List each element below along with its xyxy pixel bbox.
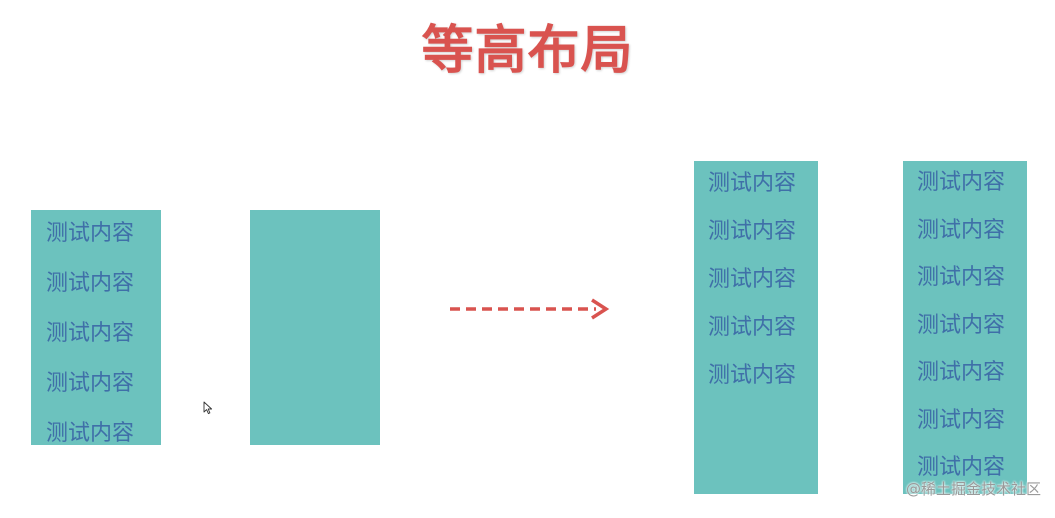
before-right-column: [250, 210, 380, 445]
column-text-line: 测试内容: [46, 271, 135, 296]
column-text-line: 测试内容: [917, 217, 1006, 243]
dashed-right-arrow-icon: [450, 298, 610, 320]
column-text-line: 测试内容: [917, 455, 1006, 480]
column-text-line: 测试内容: [917, 170, 1006, 195]
column-text-line: 测试内容: [46, 421, 135, 446]
column-text-line: 测试内容: [708, 171, 797, 196]
column-text-line: 测试内容: [917, 312, 1006, 338]
column-text-line: 测试内容: [917, 265, 1006, 290]
column-text-line: 测试内容: [917, 360, 1006, 385]
mouse-pointer-icon: [203, 401, 213, 415]
column-text-line: 测试内容: [708, 219, 797, 244]
column-text-line: 测试内容: [46, 371, 135, 396]
column-text-line: 测试内容: [46, 221, 135, 246]
after-left-column: 测试内容测试内容测试内容测试内容测试内容: [694, 161, 818, 494]
watermark: @稀土掘金技术社区: [905, 480, 1041, 498]
after-right-column: 测试内容测试内容测试内容测试内容测试内容测试内容测试内容: [903, 161, 1027, 494]
page-title: 等高布局: [421, 21, 634, 81]
column-text-line: 测试内容: [917, 407, 1006, 433]
column-text-line: 测试内容: [708, 315, 797, 340]
column-text-line: 测试内容: [708, 267, 797, 292]
column-text-line: 测试内容: [708, 363, 797, 388]
column-text-line: 测试内容: [46, 321, 135, 346]
before-left-column: 测试内容测试内容测试内容测试内容测试内容: [31, 210, 161, 445]
